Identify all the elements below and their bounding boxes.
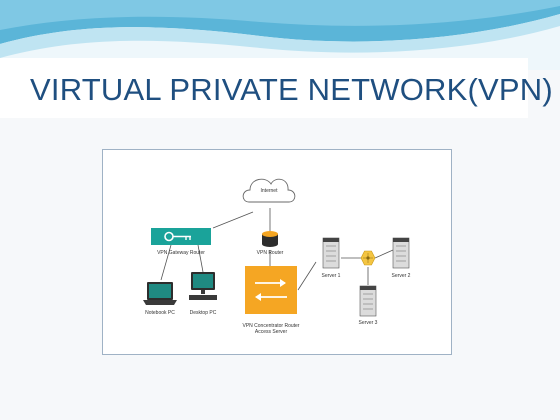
wave-light xyxy=(0,14,560,58)
server-3-icon xyxy=(359,285,377,317)
link-internet-gateway xyxy=(212,211,254,229)
hexagon-switch-icon xyxy=(360,250,376,266)
vpn-gateway-router xyxy=(151,228,211,245)
desktop-label: Desktop PC xyxy=(190,310,217,316)
vpn-diagram: Internet VPN Router VPN Gateway Router N… xyxy=(102,149,452,355)
internet-cloud-icon xyxy=(242,178,296,203)
link-gateway-desktop xyxy=(197,244,204,273)
link-hub-server2 xyxy=(374,249,394,259)
desktop-icon xyxy=(189,272,217,300)
vpn-router-icon xyxy=(262,231,278,247)
notebook-label: Notebook PC xyxy=(145,310,175,316)
laptop-icon xyxy=(143,282,177,305)
concentrator-label-1: VPN Concentrator Router xyxy=(243,323,300,329)
wave-highlight xyxy=(0,0,560,30)
server-2-icon xyxy=(392,237,410,269)
bidirectional-arrows-icon xyxy=(255,279,287,301)
server-1-icon xyxy=(322,237,340,269)
server-1-label: Server 1 xyxy=(322,273,341,279)
key-icon xyxy=(164,231,191,242)
link-concentrator-server1 xyxy=(297,261,317,291)
vpn-concentrator xyxy=(245,266,297,314)
server-3-label: Server 3 xyxy=(359,320,378,326)
internet-label: Internet xyxy=(261,188,279,194)
vpn-gateway-label: VPN Gateway Router xyxy=(157,250,205,256)
vpn-router-label: VPN Router xyxy=(257,250,284,256)
concentrator-label-2: Access Server xyxy=(255,329,288,335)
server-2-label: Server 2 xyxy=(392,273,411,279)
link-gateway-laptop xyxy=(160,244,172,281)
title-band xyxy=(0,58,528,118)
page-title: VIRTUAL PRIVATE NETWORK(VPN) xyxy=(30,72,553,107)
